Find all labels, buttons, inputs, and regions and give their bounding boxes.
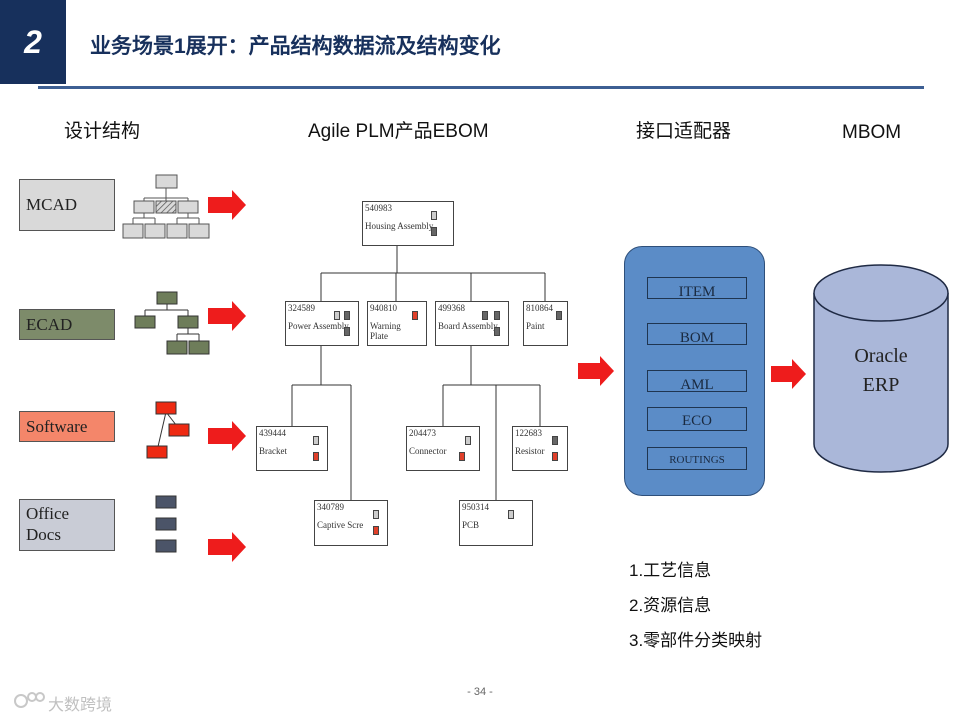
heading-design-structure: 设计结构 bbox=[64, 121, 141, 142]
arrow-mcad-icon bbox=[208, 190, 246, 220]
ebom-node-name: Bracket bbox=[259, 446, 287, 456]
arrow-to-erp-icon bbox=[771, 359, 806, 389]
ebom-node: 324589 Power Assembly bbox=[285, 301, 359, 346]
software-structure-icon bbox=[146, 401, 190, 459]
source-ecad: ECAD bbox=[19, 309, 115, 340]
status-square-icon bbox=[344, 311, 350, 320]
adapter-bom: BOM bbox=[647, 323, 747, 346]
ebom-node-name: Housing Assembly bbox=[365, 221, 434, 231]
ebom-node-id: 204473 bbox=[409, 428, 436, 438]
arrow-to-adapter-icon bbox=[578, 356, 614, 386]
section-number: 2 bbox=[0, 0, 66, 84]
ebom-node: 540983 Housing Assembly bbox=[362, 201, 454, 246]
ebom-node: 940810 Warning Plate bbox=[367, 301, 427, 346]
watermark-text: 大数跨境 bbox=[48, 697, 113, 714]
ebom-connectors bbox=[291, 246, 546, 500]
ebom-node: 122683 Resistor bbox=[512, 426, 568, 471]
status-square-icon bbox=[431, 211, 437, 220]
status-square-icon bbox=[373, 526, 379, 535]
status-square-icon bbox=[508, 510, 514, 519]
ebom-node-name: Warning Plate bbox=[370, 321, 401, 341]
ebom-node-name: Captive Scre bbox=[317, 520, 364, 530]
adapter-eco: ECO bbox=[647, 407, 747, 431]
status-square-icon bbox=[313, 436, 319, 445]
ebom-node-name: Resistor bbox=[515, 446, 545, 456]
ebom-node: 810864 Paint bbox=[523, 301, 568, 346]
status-square-icon bbox=[334, 311, 340, 320]
ebom-node-id: 499368 bbox=[438, 303, 465, 313]
erp-label-line2: ERP bbox=[862, 374, 900, 396]
page-number: - 34 - bbox=[467, 686, 493, 698]
ecad-structure-icon bbox=[134, 291, 210, 355]
adapter-item: ITEM bbox=[647, 277, 747, 300]
adapter-aml: AML bbox=[647, 370, 747, 393]
status-square-icon bbox=[412, 311, 418, 320]
erp-label-line1: Oracle bbox=[854, 345, 908, 367]
ebom-node-id: 810864 bbox=[526, 303, 553, 313]
ebom-node-id: 122683 bbox=[515, 428, 542, 438]
source-office-docs: Office Docs bbox=[19, 499, 115, 551]
source-mcad-label: MCAD bbox=[26, 195, 78, 214]
status-square-icon bbox=[552, 436, 558, 445]
flow-arrows bbox=[208, 190, 806, 562]
note-part-classification: 3.零部件分类映射 bbox=[629, 631, 763, 650]
ebom-node-id: 540983 bbox=[365, 203, 392, 213]
ebom-node: 950314 PCB bbox=[459, 500, 533, 546]
ebom-node-name: PCB bbox=[462, 520, 480, 530]
ebom-node: 499368 Board Assembly bbox=[435, 301, 509, 346]
status-square-icon bbox=[556, 311, 562, 320]
source-mcad: MCAD bbox=[19, 179, 115, 231]
watermark-logo-icon bbox=[14, 692, 45, 708]
source-software: Software bbox=[19, 411, 115, 442]
erp-cylinder-icon bbox=[813, 264, 949, 473]
interface-adapter: ITEM BOM AML ECO ROUTINGS bbox=[624, 246, 765, 496]
ebom-node-id: 340789 bbox=[317, 502, 344, 512]
status-square-icon bbox=[465, 436, 471, 445]
ebom-node-name: Paint bbox=[526, 321, 545, 331]
arrow-software-icon bbox=[208, 421, 246, 451]
source-software-label: Software bbox=[26, 417, 88, 436]
status-square-icon bbox=[482, 311, 488, 320]
ebom-node-id: 950314 bbox=[462, 502, 489, 512]
heading-adapter: 接口适配器 bbox=[636, 121, 732, 142]
slide-title: 业务场景1展开：产品结构数据流及结构变化 bbox=[90, 35, 501, 58]
status-square-icon bbox=[494, 327, 500, 336]
heading-mbom: MBOM bbox=[842, 122, 902, 143]
ebom-node-id: 940810 bbox=[370, 303, 397, 313]
ebom-node-id: 324589 bbox=[288, 303, 315, 313]
ebom-node: 340789 Captive Scre bbox=[314, 500, 388, 546]
status-square-icon bbox=[313, 452, 319, 461]
status-square-icon bbox=[552, 452, 558, 461]
status-square-icon bbox=[459, 452, 465, 461]
status-square-icon bbox=[431, 227, 437, 236]
arrow-ecad-icon bbox=[208, 301, 246, 331]
source-office-docs-label: Office Docs bbox=[26, 504, 70, 544]
mcad-structure-icon bbox=[122, 174, 210, 239]
ebom-node: 204473 Connector bbox=[406, 426, 480, 471]
source-ecad-label: ECAD bbox=[26, 315, 73, 334]
arrow-office-icon bbox=[208, 532, 246, 562]
note-resource-info: 2.资源信息 bbox=[629, 596, 712, 615]
ebom-node-name: Board Assembly bbox=[438, 321, 498, 331]
note-process-info: 1.工艺信息 bbox=[629, 561, 712, 580]
heading-plm-ebom: Agile PLM产品EBOM bbox=[308, 121, 489, 142]
status-square-icon bbox=[373, 510, 379, 519]
erp-label: Oracle ERP bbox=[814, 342, 948, 400]
ebom-node-id: 439444 bbox=[259, 428, 286, 438]
status-square-icon bbox=[344, 327, 350, 336]
title-divider bbox=[38, 86, 924, 89]
ebom-node-name: Power Assembly bbox=[288, 321, 349, 331]
adapter-routings: ROUTINGS bbox=[647, 447, 747, 470]
office-docs-icon bbox=[155, 495, 177, 553]
status-square-icon bbox=[494, 311, 500, 320]
ebom-node-name: Connector bbox=[409, 446, 447, 456]
ebom-node: 439444 Bracket bbox=[256, 426, 328, 471]
